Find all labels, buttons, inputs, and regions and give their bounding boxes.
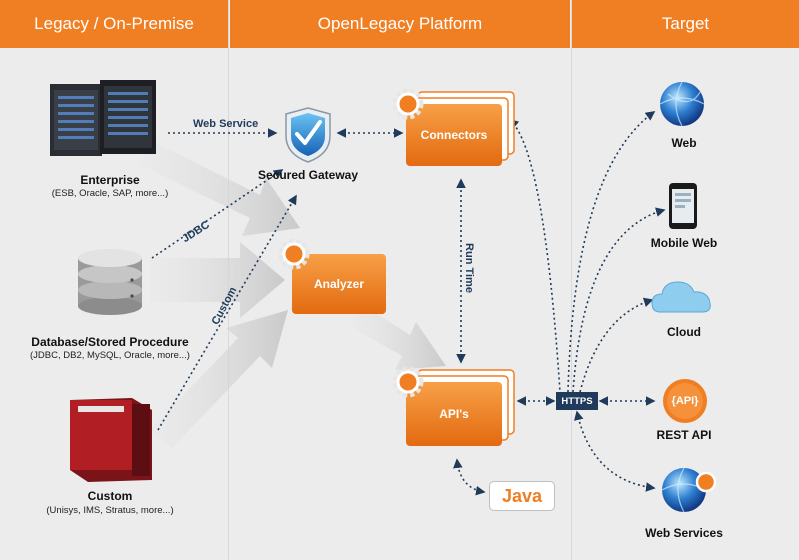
target-cloud-label: Cloud <box>667 325 701 339</box>
gear-icon <box>278 238 310 270</box>
web-services-globe-icon <box>661 467 717 513</box>
header-platform: OpenLegacy Platform <box>230 0 570 48</box>
line-custom <box>157 194 297 431</box>
flow-arrow-analyzer-to-apis <box>350 305 446 370</box>
database-icon <box>78 249 142 315</box>
header-target-label: Target <box>661 14 710 33</box>
rest-api-badge-text: {API} <box>671 395 699 407</box>
custom-title: Custom <box>87 489 133 503</box>
run-time-label: Run Time <box>462 243 475 293</box>
secured-gateway-label: Secured Gateway <box>257 168 359 182</box>
analyzer-box-graphic <box>292 254 386 314</box>
flow-arrow-enterprise <box>140 140 300 236</box>
connectors-label: Connectors <box>420 128 488 142</box>
java-badge: Java <box>489 481 555 511</box>
analyzer-label: Analyzer <box>313 277 365 291</box>
column-divider-right <box>571 0 572 560</box>
web-service-label: Web Service <box>193 118 259 130</box>
enterprise-server-icon <box>50 80 156 156</box>
custom-mainframe-icon <box>70 398 152 482</box>
line-https-mobile <box>572 207 666 393</box>
connectors-box-graphic <box>406 91 515 166</box>
gear-icon <box>392 366 424 398</box>
dotted-connections <box>151 111 666 496</box>
custom-subtitle: (Unisys, IMS, Stratus, more...) <box>46 505 174 516</box>
database-subtitle: (JDBC, DB2, MySQL, Oracle, more...) <box>30 350 190 361</box>
globe-icon <box>659 81 705 127</box>
enterprise-title: Enterprise <box>80 173 140 187</box>
flow-arrow-database <box>150 242 285 318</box>
shield-icon <box>285 107 331 163</box>
target-web-label: Web <box>671 136 697 150</box>
apis-box-graphic <box>406 369 515 446</box>
header-platform-label: OpenLegacy Platform <box>317 14 483 33</box>
line-https-webservices <box>574 410 656 492</box>
header-target: Target <box>572 0 799 48</box>
flow-arrow-custom <box>150 310 288 448</box>
header-legacy-label: Legacy / On-Premise <box>34 14 194 33</box>
enterprise-subtitle: (ESB, Oracle, SAP, more...) <box>51 188 169 199</box>
rest-api-badge-icon <box>663 379 707 423</box>
line-apis-java <box>453 458 486 496</box>
line-https-cloud <box>579 297 654 393</box>
https-badge: HTTPS <box>556 392 598 410</box>
gear-icon <box>392 88 424 120</box>
cloud-icon <box>651 281 711 313</box>
line-connectors-target <box>508 118 561 393</box>
target-web-services-label: Web Services <box>645 526 723 540</box>
line-https-web <box>567 111 656 393</box>
flow-arrows <box>140 140 446 448</box>
database-title: Database/Stored Procedure <box>31 335 189 349</box>
smartphone-icon <box>669 183 697 229</box>
apis-label: API's <box>439 407 469 421</box>
line-jdbc <box>151 169 284 259</box>
header-legacy: Legacy / On-Premise <box>0 0 228 48</box>
target-rest-api-label: REST API <box>656 428 712 442</box>
target-mobile-web-label: Mobile Web <box>650 236 718 250</box>
